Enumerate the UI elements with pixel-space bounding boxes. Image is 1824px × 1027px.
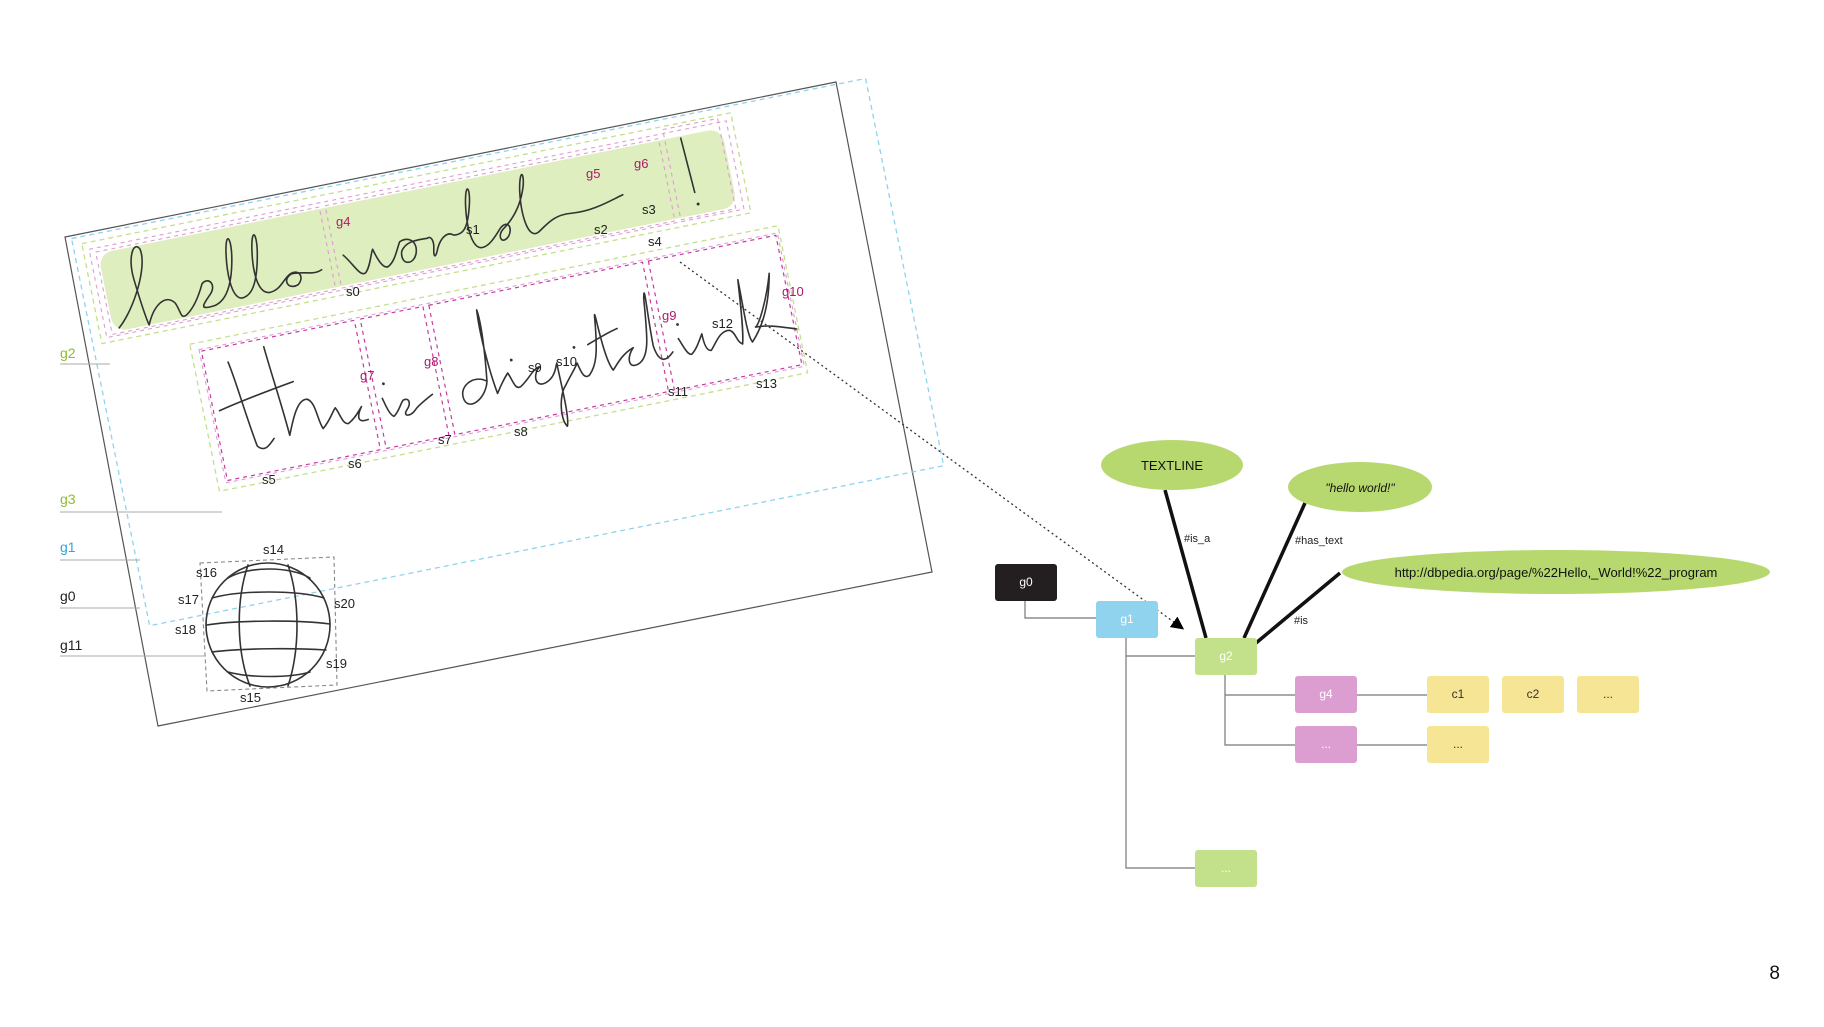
ink-page-content	[70, 77, 945, 627]
node-g0[interactable]	[995, 564, 1057, 601]
ink-world	[342, 173, 624, 275]
label-s14: s14	[263, 542, 284, 557]
ink-this	[218, 345, 369, 450]
edge-label-is-a: #is_a	[1184, 533, 1211, 545]
g2-bbox	[81, 112, 752, 345]
left-label-g1: g1	[60, 539, 76, 555]
label-s3: s3	[642, 202, 656, 217]
node-c-row2-more-label: ...	[1453, 737, 1463, 751]
ink-hello	[118, 234, 323, 329]
label-g8: g8	[424, 354, 438, 369]
label-s0: s0	[346, 284, 360, 299]
left-label-g0: g0	[60, 588, 76, 604]
ink-is	[381, 382, 434, 418]
node-c-more-label: ...	[1603, 687, 1613, 701]
left-label-g3: g3	[60, 491, 76, 507]
left-label-g2: g2	[60, 345, 76, 361]
node-g1-child-more-label: ...	[1221, 861, 1231, 875]
label-s10: s10	[556, 354, 577, 369]
label-s7: s7	[438, 432, 452, 447]
node-g0-label: g0	[1019, 575, 1033, 589]
ellipse-textline-label: TEXTLINE	[1141, 458, 1203, 473]
label-s17: s17	[178, 592, 199, 607]
label-s1: s1	[466, 222, 480, 237]
globe-outline	[205, 562, 331, 688]
node-c2-label: c2	[1527, 687, 1540, 701]
g4-bbox	[95, 206, 337, 336]
ink-ink	[676, 272, 798, 356]
label-s13: s13	[756, 376, 777, 391]
ink-page: g4 g5 g6 g7 g8 g9 g10 s0 s1 s2 s3 s4 s5 …	[64, 77, 945, 727]
label-g6: g6	[634, 156, 648, 171]
label-s15: s15	[240, 690, 261, 705]
label-s11: s11	[668, 384, 688, 399]
ellipse-textline[interactable]	[1101, 440, 1243, 490]
label-s18: s18	[175, 622, 196, 637]
node-g4-sibling-label: ...	[1321, 737, 1331, 751]
globe-g11	[199, 556, 338, 692]
node-g1[interactable]	[1096, 601, 1158, 638]
ellipse-hello-world-label: "hello world!"	[1325, 481, 1395, 495]
node-c2[interactable]	[1502, 676, 1564, 713]
node-c1-label: c1	[1452, 687, 1465, 701]
ink-digital	[461, 292, 674, 428]
g8-bbox	[359, 305, 450, 450]
node-g2[interactable]	[1195, 638, 1257, 675]
label-s4: s4	[648, 234, 662, 249]
label-s12: s12	[712, 316, 733, 331]
g5-bbox	[324, 137, 676, 289]
g2-inner-bbox	[88, 120, 745, 339]
label-g10: g10	[782, 284, 804, 299]
node-c-more[interactable]	[1577, 676, 1639, 713]
tree: g0 g1 g2 g4 ... ... c1 c2 ... ... TEXTLI…	[995, 440, 1770, 887]
label-s9: s9	[528, 360, 542, 375]
g10-bbox	[647, 234, 803, 392]
label-s2: s2	[594, 222, 608, 237]
label-s6: s6	[348, 456, 362, 471]
g3-inner-bbox	[198, 232, 805, 484]
ellipse-hello-world[interactable]	[1288, 462, 1432, 512]
ellipse-dbpedia-label: http://dbpedia.org/page/%22Hello,_World!…	[1395, 565, 1718, 580]
label-s20: s20	[334, 596, 355, 611]
g3-bbox	[189, 224, 809, 493]
left-label-g11: g11	[60, 637, 83, 653]
node-g4-label: g4	[1319, 687, 1333, 701]
node-g2-label: g2	[1219, 649, 1233, 663]
edge-label-is: #is	[1294, 615, 1309, 627]
label-s16: s16	[196, 565, 217, 580]
edge-label-has-text: #has_text	[1295, 535, 1343, 547]
label-g5: g5	[586, 166, 600, 181]
label-s5: s5	[262, 472, 276, 487]
label-s8: s8	[514, 424, 528, 439]
node-g1-label: g1	[1120, 612, 1134, 626]
reference-arrow	[679, 261, 1185, 630]
left-labels: g2 g3 g1 g0 g11	[60, 345, 222, 657]
textline-highlight	[100, 130, 735, 330]
label-s19: s19	[326, 656, 347, 671]
g1-bbox	[70, 77, 945, 627]
node-g4-sibling[interactable]	[1295, 726, 1357, 763]
ink-exclamation	[679, 137, 700, 206]
ellipse-dbpedia[interactable]	[1342, 550, 1770, 594]
node-c-row2-more[interactable]	[1427, 726, 1489, 763]
label-g7: g7	[360, 368, 374, 383]
node-g4[interactable]	[1295, 676, 1357, 713]
node-g1-child-more[interactable]	[1195, 850, 1257, 887]
page-number: 8	[1769, 963, 1780, 984]
node-c1[interactable]	[1427, 676, 1489, 713]
label-g4: g4	[336, 214, 350, 229]
g6-bbox	[662, 117, 737, 221]
g11-bbox	[199, 556, 338, 692]
label-g9: g9	[662, 308, 676, 323]
